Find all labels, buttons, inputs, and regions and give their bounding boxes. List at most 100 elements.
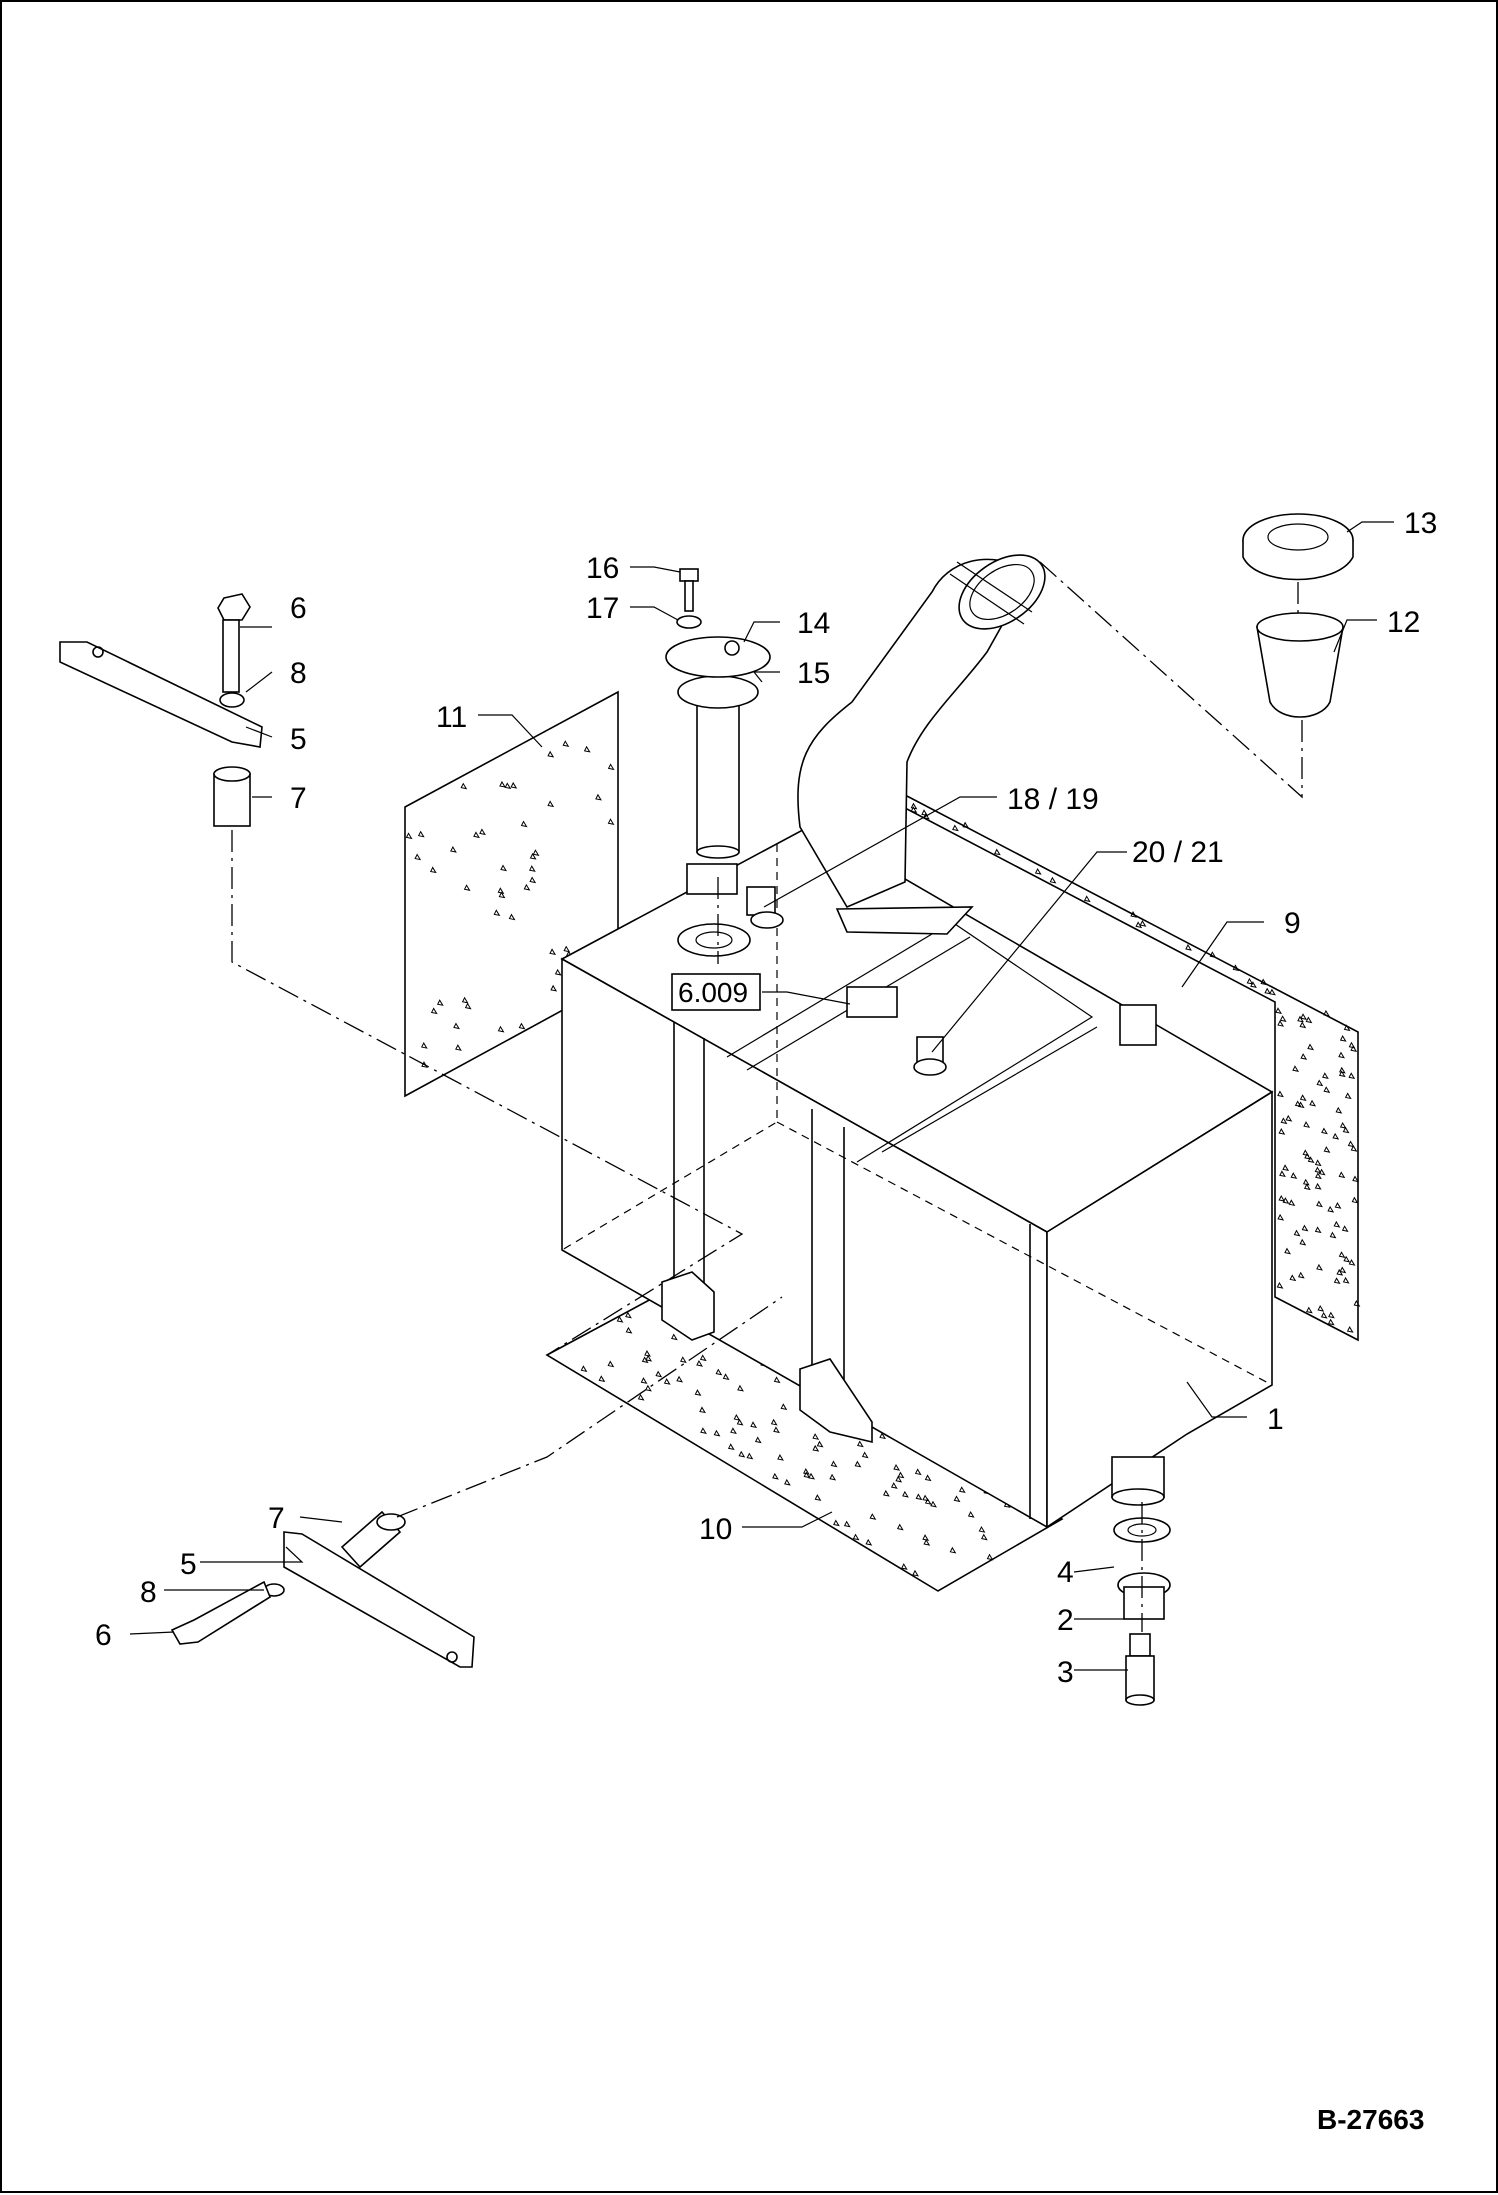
pad-texture-speck [1306,1306,1313,1314]
pad-texture-speck [1314,1159,1322,1167]
pad-texture-speck [1344,1092,1352,1100]
callout-5-lower: 5 [180,1548,197,1581]
callout-5-upper: 5 [290,723,307,756]
pad-texture-speck [910,806,918,813]
pad-texture-speck [1339,1035,1347,1042]
pad-texture-speck [953,1495,961,1503]
drain-valve-3 [1125,1633,1155,1706]
pad-texture-speck [529,876,537,884]
fitting-18-19 [686,863,784,929]
pad-texture-speck [450,845,457,853]
pad-texture-speck [1209,951,1217,958]
pad-texture-speck [852,1533,860,1541]
pad-texture-speck [773,1426,780,1434]
pad-texture-speck [461,996,469,1004]
pad-texture-speck [1277,1213,1285,1221]
pad-texture-speck [854,1460,862,1468]
pad-texture-speck [1314,1226,1322,1234]
pad-texture-speck [784,1478,791,1486]
pad-texture-speck [923,812,930,820]
pad-texture-speck [405,832,413,840]
pad-texture-speck [498,891,506,899]
pad-texture-speck [694,1389,702,1396]
callouts: 1 2 3 4 6 8 5 7 9 10 11 12 13 14 15 16 1… [95,507,1437,1689]
pad-texture-speck [1282,1164,1290,1172]
pad-texture-speck [700,1427,707,1434]
pad-texture-speck [1323,1086,1331,1093]
pad-texture-speck [1304,1183,1311,1191]
pad-texture-speck [430,1007,438,1015]
pad-texture-speck [655,1370,663,1378]
callout-11: 11 [436,701,467,734]
pad-texture-speck [1288,1199,1296,1207]
pad-texture-speck [455,1044,462,1051]
pad-texture-speck [1314,1166,1322,1174]
pad-texture-speck [1350,1145,1358,1152]
pad-texture-speck [949,1546,957,1554]
callout-18-19: 18 / 19 [1007,783,1099,816]
pad-texture-speck [1293,1229,1301,1237]
pad-texture-speck [580,1365,588,1373]
pad-texture-speck [1260,978,1268,986]
pad-texture-speck [529,852,537,860]
callout-15: 15 [797,657,830,690]
pad-texture-speck [464,1002,472,1010]
callout-13: 13 [1404,507,1437,540]
pad-texture-speck [1049,876,1057,884]
pad-texture-speck [504,782,512,790]
pad-texture-speck [921,809,929,817]
pad-texture-speck [562,740,570,747]
pad-texture-speck [1297,1271,1305,1279]
pad-texture-speck [833,1519,840,1527]
pad-texture-speck [625,1326,633,1334]
pad-texture-speck [1290,1172,1298,1179]
pad-texture-speck [645,1384,652,1392]
pad-texture-speck [750,1421,758,1429]
drain-plug-2 [1117,1572,1171,1620]
pad-texture-speck [730,1427,737,1435]
pad-texture-speck [812,1433,820,1440]
pad-texture-speck [967,1510,975,1518]
pad-texture-speck [895,1475,903,1483]
pad-texture-speck [1276,1281,1284,1289]
pad-texture-speck [1348,1041,1356,1049]
pad-texture-speck [417,830,425,838]
pad-texture-speck [1333,1277,1341,1285]
pad-texture-speck [473,831,480,839]
pad-texture-speck [773,1376,781,1384]
pad-texture-speck [890,1482,898,1489]
pad-texture-speck [436,999,444,1006]
pad-texture-speck [1315,1172,1322,1180]
pad-texture-speck [962,821,970,829]
pad-texture-speck [1338,1251,1346,1258]
callout-4: 4 [1057,1556,1074,1589]
pad-texture-speck [772,1472,779,1480]
pad-texture-speck [981,1533,988,1541]
pad-texture-speck [737,1384,744,1392]
callout-8-upper: 8 [290,657,307,690]
pad-texture-speck [1232,964,1240,972]
strainer [1256,612,1344,718]
pad-texture-speck [1284,1247,1291,1255]
drain-boss [1111,1456,1165,1506]
pad-texture-speck [644,1350,651,1357]
pad-texture-speck [922,1494,930,1502]
pad-texture-speck [812,1444,820,1452]
callout-3: 3 [1057,1656,1074,1689]
pad-texture-speck [958,1486,966,1493]
pad-texture-speck [902,1490,909,1498]
pad-texture-speck [843,1520,851,1528]
callout-16: 16 [586,552,619,585]
fuel-level-sender [665,636,771,859]
reference-box: 6.009 [671,973,761,1011]
gasket-ring [677,923,751,957]
pad-texture-speck [1323,1146,1331,1153]
callout-17: 17 [586,592,619,625]
filler-cap [1242,513,1354,581]
pad-texture-speck [1316,1263,1323,1271]
pad-texture-speck [1348,1259,1356,1266]
pad-texture-speck [914,1468,922,1476]
pad-texture-speck [1297,1101,1305,1109]
pad-texture-speck [680,1356,687,1363]
